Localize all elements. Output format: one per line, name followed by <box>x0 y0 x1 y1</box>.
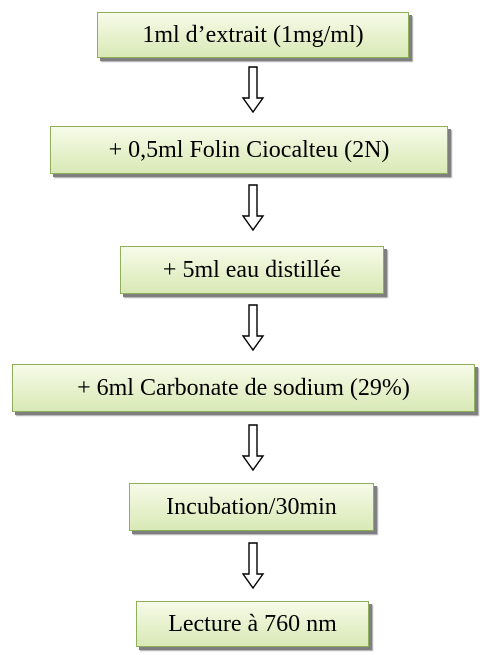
down-arrow-icon <box>241 184 265 232</box>
down-arrow-icon <box>241 424 265 472</box>
step-box-reading: Lecture à 760 nm <box>136 601 369 647</box>
step-label: Incubation/30min <box>166 493 337 520</box>
step-label: Lecture à 760 nm <box>168 610 337 637</box>
step-box-carbonate: + 6ml Carbonate de sodium (29%) <box>12 364 475 412</box>
step-label: 1ml d’extrait (1mg/ml) <box>142 21 364 48</box>
step-box-water: + 5ml eau distillée <box>120 246 384 294</box>
step-label: + 6ml Carbonate de sodium (29%) <box>77 374 410 401</box>
down-arrow-icon <box>241 304 265 352</box>
step-box-incubation: Incubation/30min <box>129 483 374 531</box>
step-label: + 5ml eau distillée <box>162 256 342 283</box>
down-arrow-icon <box>241 66 265 114</box>
step-label: + 0,5ml Folin Ciocalteu (2N) <box>108 136 390 163</box>
step-box-extract: 1ml d’extrait (1mg/ml) <box>97 12 409 58</box>
down-arrow-icon <box>241 542 265 590</box>
step-box-folin: + 0,5ml Folin Ciocalteu (2N) <box>50 126 448 174</box>
